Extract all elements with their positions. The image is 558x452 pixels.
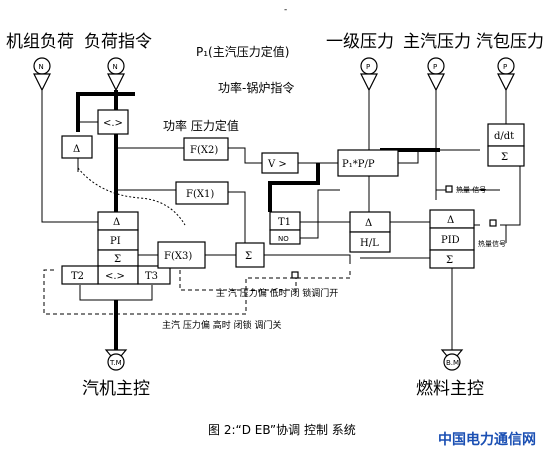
first-stage-pressure-label: 一级压力 — [326, 32, 394, 52]
t2-text: T2 — [71, 271, 84, 282]
hl-text: H/L — [360, 238, 379, 249]
sum-mid-block: Σ — [235, 242, 265, 268]
load-command-transmitter: N — [107, 57, 125, 92]
heat-signal-1-label: 热量 信号 — [456, 185, 486, 194]
turbine-master-symbol: T.M — [104, 349, 128, 371]
p1-setpoint-label: P₁(主汽压力定值) — [196, 44, 289, 59]
fx2-block: F(X2) — [183, 137, 229, 161]
unit-load-transmitter-letter: N — [39, 63, 44, 71]
ddt-block: d/dt Σ — [487, 123, 525, 167]
t3-text: T3 — [145, 271, 158, 282]
power-boiler-cmd-label: 功率-锅炉指令 — [218, 80, 294, 95]
first-stage-pressure-transmitter-letter: P — [366, 63, 370, 71]
drum-pressure-transmitter: P — [497, 57, 515, 92]
fuel-master-label: 燃料主控 — [416, 379, 484, 399]
fuel-master-symbol: B.M — [440, 349, 464, 371]
fx2-text: F(X2) — [190, 145, 218, 156]
tc-delta-text: Δ — [113, 217, 120, 228]
watermark: 中国电力通信网 — [438, 431, 536, 448]
t2-block: T2 — [61, 265, 99, 285]
v-greater-text: V > — [267, 159, 287, 170]
fx3-block: F(X3) — [157, 241, 206, 269]
no-text: NO — [278, 235, 289, 243]
fc-delta-text: Δ — [447, 215, 454, 226]
fx3-text: F(X3) — [164, 251, 192, 262]
load-command-transmitter-letter: N — [113, 63, 118, 71]
turbine-master-label: 汽机主控 — [82, 379, 150, 399]
pressure-ratio-block: P₁*P/P — [337, 149, 399, 177]
delta-left-block: Δ — [61, 135, 93, 159]
ddt-text: d/dt — [494, 131, 514, 142]
tc-pi-text: PI — [110, 236, 121, 247]
heat-signal-2-label: 热量信号 — [478, 239, 506, 248]
sum-mid-text: Σ — [245, 251, 252, 262]
figure-caption: 图 2:“D EB”协调 控制 系统 — [208, 422, 356, 437]
limiter-top-text: <.> — [103, 118, 123, 129]
limiter-top-block: <.> — [97, 109, 129, 135]
fx1-block: F(X1) — [175, 181, 229, 205]
fc-pid-text: PID — [441, 235, 460, 246]
pressure-ratio-text: P₁*P/P — [342, 159, 375, 170]
unit-load-label: 机组负荷 — [6, 32, 74, 52]
connection-lines — [41, 90, 521, 350]
ddt-sum-text: Σ — [501, 152, 508, 163]
main-steam-pressure-label: 主汽压力 — [403, 32, 471, 52]
turbine-master-letters: T.M — [109, 359, 122, 367]
fuel-control-column: Δ PID Σ — [429, 209, 475, 269]
fx1-text: F(X1) — [186, 189, 214, 200]
main-steam-pressure-transmitter: P — [427, 57, 445, 92]
t1-no-block: T1 NO — [269, 211, 301, 245]
fuel-master-letters: B.M — [446, 359, 459, 367]
signal-markers — [291, 185, 497, 279]
t1-text: T1 — [278, 217, 291, 228]
delta-left-text: Δ — [73, 144, 80, 155]
fc-sum-text: Σ — [446, 255, 453, 266]
main-steam-pressure-transmitter-letter: P — [433, 63, 437, 71]
power-pressure-setpoint-label: 功率 压力定值 — [163, 118, 239, 133]
hl-block: Δ H/L — [349, 211, 391, 253]
drum-pressure-transmitter-letter: P — [503, 63, 507, 71]
top-mark: - — [284, 5, 287, 15]
drum-pressure-label: 汽包压力 — [476, 32, 544, 52]
unit-load-transmitter: N — [33, 57, 51, 92]
load-command-label: 负荷指令 — [84, 32, 152, 52]
first-stage-pressure-transmitter: P — [360, 57, 378, 92]
valve-open-note: 主 汽 压力偏 低时 闭 锁调门开 — [216, 287, 338, 299]
v-greater-block: V > — [261, 152, 299, 174]
valve-close-note: 主汽 压力偏 高时 闭锁 调门关 — [162, 319, 281, 331]
tc-sum-text: Σ — [114, 254, 121, 265]
t3-block: T3 — [137, 265, 171, 285]
tc-limiter-text: <.> — [105, 271, 125, 282]
hl-delta-text: Δ — [365, 218, 372, 229]
turbine-control-column: Δ PI Σ <.> — [97, 211, 139, 285]
